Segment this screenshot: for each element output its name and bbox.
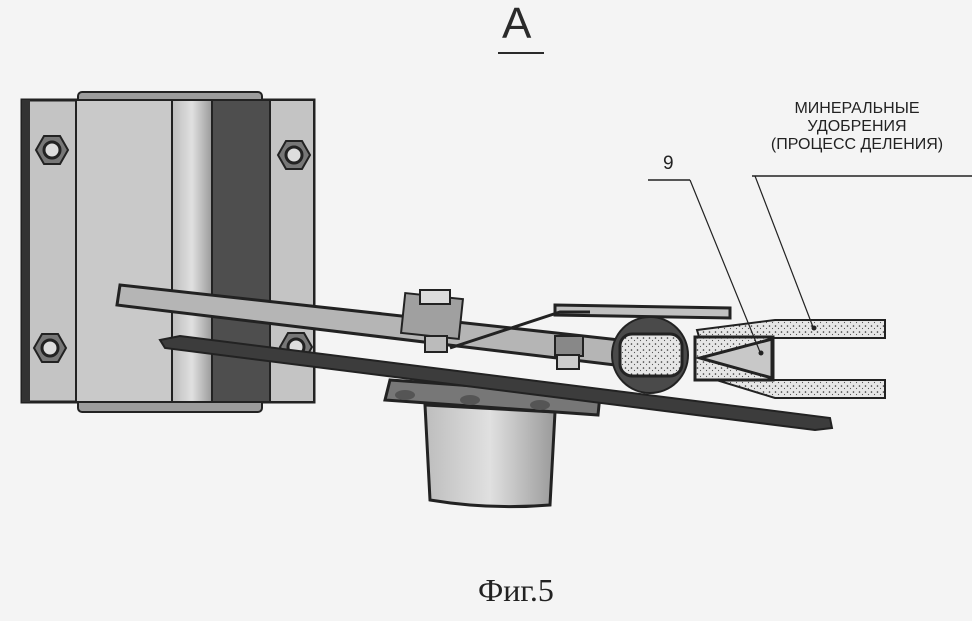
hex-bolt-icon [276, 140, 312, 170]
mounting-block [20, 91, 316, 413]
leader-lines [648, 175, 972, 356]
wedge-knife-9 [693, 335, 775, 382]
hex-bolt-icon [32, 333, 68, 363]
annotation-line: МИНЕРАЛЬНЫЕ [794, 100, 920, 117]
figure-caption: Фиг.5 [478, 572, 554, 608]
hex-bolt-icon [34, 135, 70, 165]
lower-blade [158, 334, 834, 432]
material-annotation: МИНЕРАЛЬНЫЕ УДОБРЕНИЯ (ПРОЦЕСС ДЕЛЕНИЯ) [742, 100, 972, 154]
annotation-line: УДОБРЕНИЯ [807, 117, 907, 135]
part-number-label: 9 [663, 153, 674, 174]
annotation-line: (ПРОЦЕСС ДЕЛЕНИЯ) [770, 135, 944, 153]
view-label-underline [498, 52, 544, 54]
roller [611, 316, 689, 394]
view-label: А [502, 0, 532, 48]
